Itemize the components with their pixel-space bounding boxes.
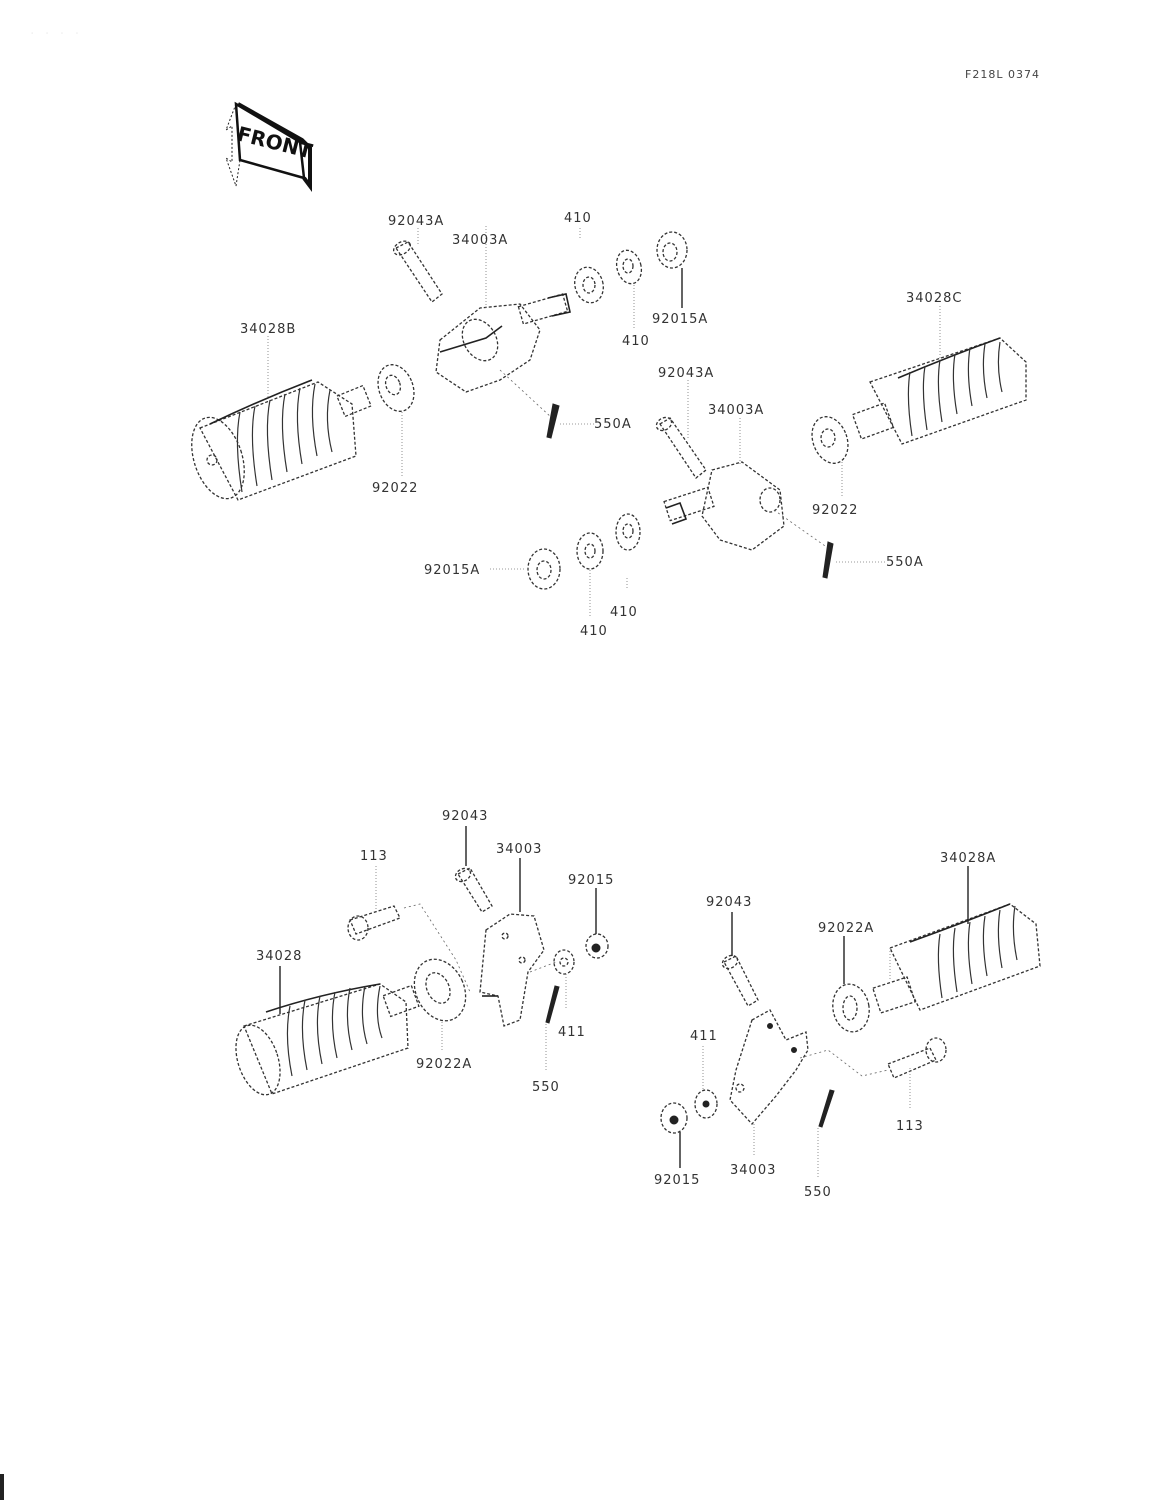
label-92015a-top: 92015A: [652, 312, 708, 327]
label-92022-right: 92022: [812, 503, 858, 518]
washer-92022-left: [377, 364, 415, 412]
nut-92015-right: [660, 1102, 688, 1134]
label-550a-left: 550A: [594, 417, 632, 432]
label-410-bottom-b: 410: [610, 605, 638, 620]
bracket-34003-right: [729, 1009, 889, 1125]
faint-header-text: · · · ·: [30, 26, 82, 42]
footpeg-left-upper: [191, 379, 372, 501]
label-411-lower-right: 411: [690, 1029, 718, 1044]
label-34003-lower-left: 34003: [496, 842, 542, 857]
washer-92022-right: [811, 416, 849, 464]
washer-411-left: [529, 949, 575, 975]
label-34003a-left: 34003A: [452, 233, 508, 248]
washer-410-top-a: [574, 266, 604, 304]
label-34003a-right: 34003A: [708, 403, 764, 418]
bracket-34003-left: [479, 913, 545, 1027]
footpeg-right-lower: [872, 903, 1041, 1014]
label-113-lower-left: 113: [360, 849, 388, 864]
label-550a-right: 550A: [886, 555, 924, 570]
label-34028a-lower-right: 34028A: [940, 851, 996, 866]
bolt-92043-left: [454, 867, 493, 913]
label-550-lower-left: 550: [532, 1080, 560, 1095]
diagram-code: F218L 0374: [965, 68, 1040, 81]
label-411-lower-left: 411: [558, 1025, 586, 1040]
label-550-lower-right: 550: [804, 1185, 832, 1200]
lower-assembly: 92043 113 34003 92015: [235, 809, 1041, 1200]
washer-410-bottom-b: [615, 513, 641, 551]
bracket-34003a-right: [663, 461, 785, 551]
label-92022a-lower-left: 92022A: [416, 1057, 472, 1072]
label-410-top-b: 410: [622, 334, 650, 349]
washer-92022a-left: [413, 958, 467, 1022]
label-92022a-lower-right: 92022A: [818, 921, 874, 936]
label-34028c: 34028C: [906, 291, 962, 306]
label-410-top-a: 410: [564, 211, 592, 226]
label-34003-lower-right: 34003: [730, 1163, 776, 1178]
label-92043-lower-right: 92043: [706, 895, 752, 910]
cotter-pin-550a-left: [499, 369, 560, 439]
nut-92015a-bottom: [527, 548, 561, 590]
bolt-92043-right: [721, 954, 759, 1007]
scan-edge-mark: [0, 1474, 4, 1500]
label-92043a-left: 92043A: [388, 214, 444, 229]
washer-411-right: [694, 1089, 718, 1119]
cotter-pin-550-left: [545, 985, 560, 1024]
nut-92015a-top: [656, 231, 688, 269]
front-arrow-icon: FRONT: [224, 101, 315, 192]
upper-assembly: 34028B 92022 34003A 92043A: [191, 211, 1027, 639]
label-92015-lower-left: 92015: [568, 873, 614, 888]
bolt-113-right: [887, 1037, 947, 1079]
washer-410-bottom-a: [576, 532, 604, 570]
bolt-92043a-right: [655, 416, 707, 479]
label-113-lower-right: 113: [896, 1119, 924, 1134]
cotter-pin-550a-right: [773, 509, 834, 579]
label-92043a-right: 92043A: [658, 366, 714, 381]
bolt-113-left: [347, 903, 471, 993]
nut-92015-left: [585, 933, 609, 959]
cotter-pin-550-right: [818, 1089, 835, 1128]
label-34028b: 34028B: [240, 322, 296, 337]
footpeg-left-lower: [235, 983, 420, 1096]
footpeg-right-upper: [851, 337, 1027, 445]
label-92015-lower-right: 92015: [654, 1173, 700, 1188]
label-34028-lower-left: 34028: [256, 949, 302, 964]
label-410-bottom-a: 410: [580, 624, 608, 639]
bracket-34003a-left: [435, 293, 571, 393]
bolt-92043a-left: [392, 240, 443, 303]
washer-410-top-b: [615, 249, 643, 285]
label-92043-lower-left: 92043: [442, 809, 488, 824]
washer-92022a-right: [832, 983, 870, 1033]
label-92015a-bottom: 92015A: [424, 563, 480, 578]
label-92022-left: 92022: [372, 481, 418, 496]
